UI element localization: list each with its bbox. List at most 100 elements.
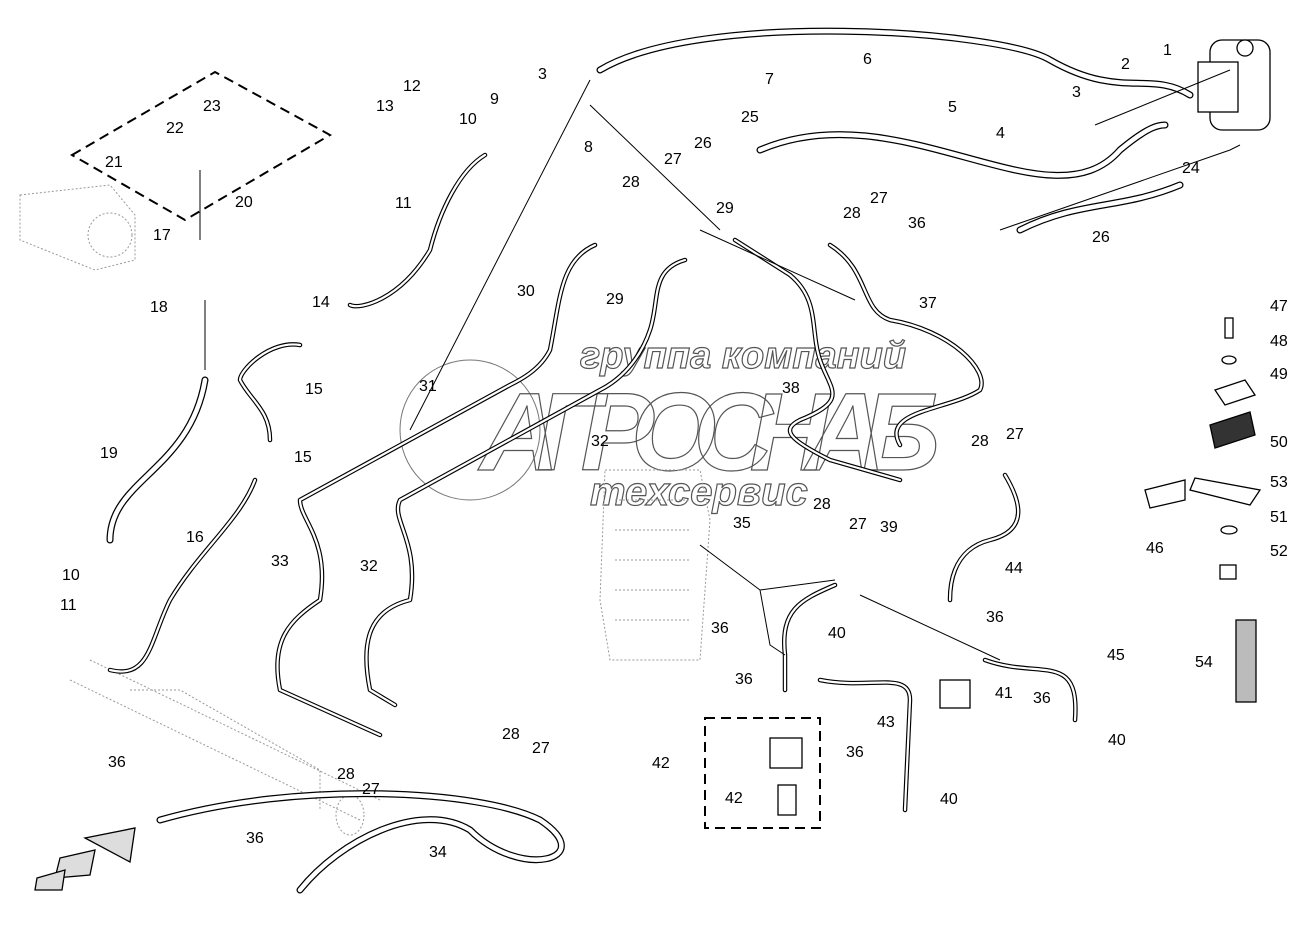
callout-36: 36 (108, 754, 126, 771)
callout-50: 50 (1270, 434, 1288, 451)
control-valve-block (599, 469, 711, 661)
callout-28: 28 (843, 205, 861, 222)
callout-36: 36 (986, 609, 1004, 626)
callout-36: 36 (1033, 690, 1051, 707)
callout-29: 29 (606, 291, 624, 308)
hydraulic-pipe (348, 153, 487, 308)
callout-46: 46 (1146, 540, 1164, 557)
hydraulic-pipe (107, 477, 258, 674)
watermark-logo: группа компаний АГРОСНАБ техсервис (399, 334, 941, 515)
callout-49: 49 (1270, 366, 1288, 383)
hydraulic-pipe (733, 238, 902, 482)
callout-36: 36 (846, 744, 864, 761)
callout-25: 25 (741, 109, 759, 126)
hydraulic-pipe (276, 243, 597, 737)
callout-27: 27 (532, 740, 550, 757)
callout-33: 33 (271, 553, 289, 570)
callout-38: 38 (782, 380, 800, 397)
watermark-line2: АГРОСНАБ (477, 371, 940, 494)
callout-47: 47 (1270, 298, 1288, 315)
callout-36: 36 (711, 620, 729, 637)
direction-arrow-icon (34, 827, 136, 891)
callout-28: 28 (971, 433, 989, 450)
callout-27: 27 (870, 190, 888, 207)
callout-29: 29 (716, 200, 734, 217)
callout-27: 27 (664, 151, 682, 168)
callout-27: 27 (1006, 426, 1024, 443)
callout-54: 54 (1195, 654, 1213, 671)
watermark-line1: группа компаний (580, 335, 906, 377)
steering-unit (1197, 39, 1271, 131)
callout-4: 4 (996, 125, 1005, 142)
valve-block-42b (939, 679, 971, 709)
callout-28: 28 (813, 496, 831, 513)
callout-52: 52 (1270, 543, 1288, 560)
callout-9: 9 (490, 91, 499, 108)
callout-36: 36 (246, 830, 264, 847)
pipe-line (409, 69, 1241, 431)
callout-28: 28 (502, 726, 520, 743)
callout-35: 35 (733, 515, 751, 532)
callout-32: 32 (591, 433, 609, 450)
callout-15: 15 (305, 381, 323, 398)
callout-27: 27 (362, 781, 380, 798)
hydraulic-pipe (783, 583, 837, 692)
callout-11: 11 (60, 597, 77, 614)
callout-3: 3 (1072, 84, 1081, 101)
callout-19: 19 (100, 445, 118, 462)
callout-27: 27 (849, 516, 867, 533)
hydraulic-hose (757, 122, 1168, 178)
pump-outline (19, 184, 136, 271)
callout-36: 36 (735, 671, 753, 688)
callout-18: 18 (150, 299, 168, 316)
callout-21: 21 (105, 154, 123, 171)
hydraulic-pipe (818, 678, 912, 812)
callout-28: 28 (622, 174, 640, 191)
hydraulic-pipe (817, 677, 913, 813)
hydraulic-pipe (828, 243, 983, 447)
callout-45: 45 (1107, 647, 1125, 664)
callout-32: 32 (360, 558, 378, 575)
callout-41: 41 (995, 685, 1013, 702)
watermark-line3: техсервис (590, 470, 808, 514)
callout-23: 23 (203, 98, 221, 115)
callout-40: 40 (1108, 732, 1126, 749)
hydraulic-hose (597, 28, 1193, 98)
callout-8: 8 (584, 139, 593, 156)
callout-42: 42 (725, 790, 743, 807)
hydraulic-pipe (365, 258, 687, 707)
callout-12: 12 (403, 78, 421, 95)
callout-10: 10 (459, 111, 477, 128)
callout-39: 39 (880, 519, 898, 536)
hydraulic-hose (107, 377, 208, 543)
hydraulic-hose (106, 376, 209, 544)
callout-31: 31 (419, 378, 437, 395)
kit-box-21 (70, 70, 333, 222)
callout-13: 13 (376, 98, 394, 115)
callout-44: 44 (1005, 560, 1023, 577)
callout-16: 16 (186, 529, 204, 546)
hydraulic-pipe (238, 343, 302, 442)
callout-48: 48 (1270, 333, 1288, 350)
callout-20: 20 (235, 194, 253, 211)
callout-26: 26 (1092, 229, 1110, 246)
callout-40: 40 (828, 625, 846, 642)
callout-labels: 1233456789101011111213141515161718192021… (60, 42, 1288, 861)
callout-22: 22 (166, 120, 184, 137)
callout-6: 6 (863, 51, 872, 68)
callout-36: 36 (908, 215, 926, 232)
callout-42: 42 (652, 755, 670, 772)
callout-34: 34 (429, 844, 447, 861)
hydraulic-hose (157, 791, 564, 893)
callout-40: 40 (940, 791, 958, 808)
callout-17: 17 (153, 227, 171, 244)
valve-43 (777, 784, 797, 816)
callout-53: 53 (1270, 474, 1288, 491)
callout-51: 51 (1270, 509, 1288, 526)
callout-37: 37 (919, 295, 937, 312)
callout-3: 3 (538, 66, 547, 83)
pipe-line (589, 104, 1001, 661)
callout-14: 14 (312, 294, 330, 311)
hose-lines (106, 27, 1241, 894)
